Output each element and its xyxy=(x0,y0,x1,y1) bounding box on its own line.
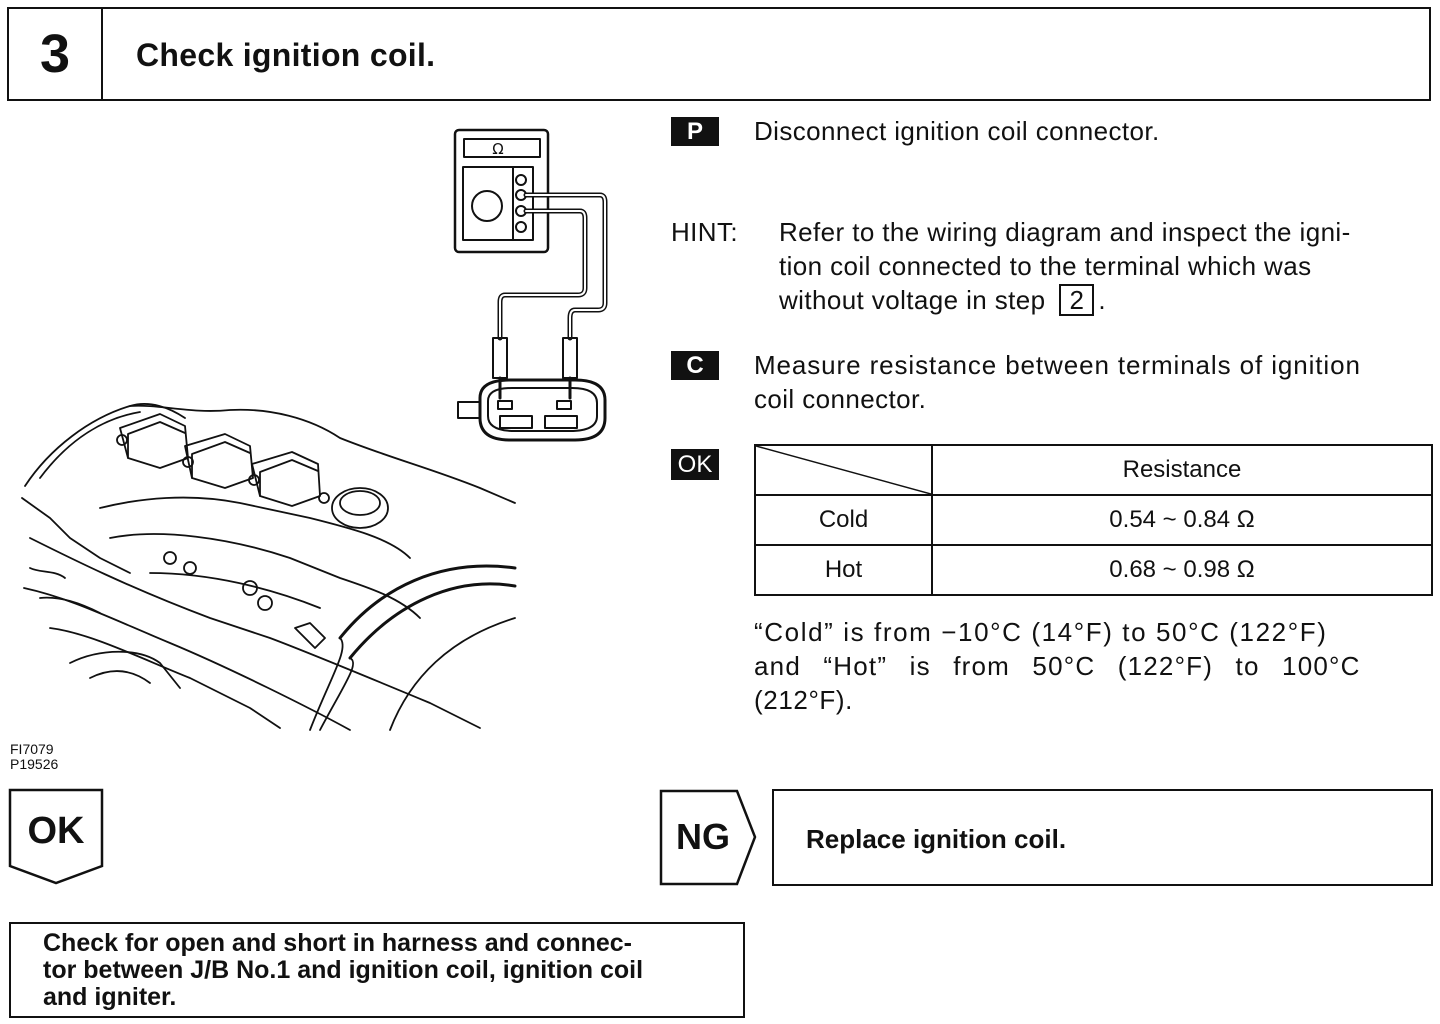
coil-connector-icon xyxy=(457,378,607,442)
engine-icon xyxy=(21,403,517,731)
condition-cell: Hot xyxy=(754,544,933,596)
check-line: Measure resistance between terminals of … xyxy=(754,350,1361,380)
check-badge: C xyxy=(671,351,719,380)
hint-line: tion coil connected to the terminal whic… xyxy=(779,251,1312,281)
ng-result-label: NG xyxy=(676,816,730,857)
note-line: and “Hot” is from 50°C (122°F) to 100°C xyxy=(754,651,1361,681)
temperature-note: “Cold” is from −10°C (14°F) to 50°C (122… xyxy=(754,615,1434,717)
hint-line: Refer to the wiring diagram and inspect … xyxy=(779,217,1351,247)
note-line: “Cold” is from −10°C (14°F) to 50°C (122… xyxy=(754,617,1328,647)
check-instruction: Measure resistance between terminals of … xyxy=(754,348,1434,416)
table-row: Cold 0.54 ~ 0.84 Ω xyxy=(754,494,1433,546)
prep-badge: P xyxy=(671,117,719,146)
ignition-coil-test-illustration: Ω xyxy=(21,128,608,731)
ok-action-box: Check for open and short in harness and … xyxy=(9,922,745,1018)
note-line: (212°F). xyxy=(754,685,853,715)
ok-action-line: and igniter. xyxy=(43,983,177,1011)
ng-result-arrow xyxy=(659,789,757,886)
figure-code: FI7079 P19526 xyxy=(10,742,58,772)
table-row: Hot 0.68 ~ 0.98 Ω xyxy=(754,544,1433,596)
figure-code-1: FI7079 xyxy=(10,741,54,757)
diagonal-line xyxy=(756,446,931,494)
step-reference-box: 2 xyxy=(1059,284,1095,316)
hint-label: HINT: xyxy=(671,217,738,247)
resistance-spec-table: Resistance Cold 0.54 ~ 0.84 Ω Hot 0.68 ~… xyxy=(754,444,1433,596)
ok-spec-badge: OK xyxy=(671,449,719,480)
step-title: Check ignition coil. xyxy=(136,37,436,73)
ok-result-label: OK xyxy=(27,810,85,852)
check-line: coil connector. xyxy=(754,384,927,414)
prep-instruction: Disconnect ignition coil connector. xyxy=(754,116,1160,146)
ok-action-line: tor between J/B No.1 and ignition coil, … xyxy=(43,956,644,984)
column-header: Resistance xyxy=(931,444,1433,496)
step-header: 3 Check ignition coil. xyxy=(7,7,1431,101)
condition-cell: Cold xyxy=(754,494,933,546)
resistance-value-cell: 0.68 ~ 0.98 Ω xyxy=(931,544,1433,596)
figure-code-2: P19526 xyxy=(10,756,59,772)
hint-text: Refer to the wiring diagram and inspect … xyxy=(779,215,1439,317)
ohmmeter-icon xyxy=(453,128,550,254)
diagonal-header-cell xyxy=(754,444,933,496)
ng-action-text: Replace ignition coil. xyxy=(806,824,1067,854)
step-number: 3 xyxy=(9,9,103,99)
test-leads xyxy=(497,192,608,341)
resistance-value-cell: 0.54 ~ 0.84 Ω xyxy=(931,494,1433,546)
ohm-symbol: Ω xyxy=(492,140,503,158)
ng-action-box: Replace ignition coil. xyxy=(772,789,1433,886)
ok-result-arrow xyxy=(8,788,104,885)
ok-action-line: Check for open and short in harness and … xyxy=(43,929,632,957)
table-header-row: Resistance xyxy=(754,444,1433,496)
ok-action-text: Check for open and short in harness and … xyxy=(43,930,723,1011)
